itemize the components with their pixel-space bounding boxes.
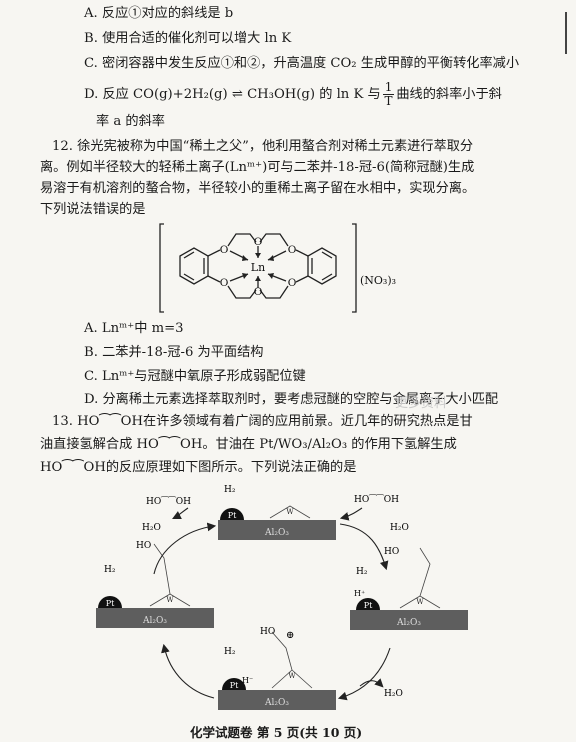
q13-stem-line2: 油直接氢解合成 HO⁀⁀OH。甘油在 Pt/WO₃/Al₂O₃ 的作用下氢解生成 xyxy=(40,437,457,452)
ln-center-label: Ln xyxy=(251,261,265,274)
q12-option-a: A. Lnᵐ⁺中 m=3 xyxy=(84,321,184,336)
q13-stem-line3: HO⁀⁀OH的反应原理如下图所示。下列说法正确的是 xyxy=(40,460,357,475)
svg-text:H₂: H₂ xyxy=(224,485,236,495)
q12-option-d: D. 分离稀土元素选择萃取剂时，要考虑冠醚的空腔与金属离子大小匹配 xyxy=(84,392,499,407)
svg-text:Al₂O₃: Al₂O₃ xyxy=(396,618,421,628)
page-edge-mark xyxy=(565,12,574,54)
q12-option-b: B. 二苯并-18-冠-6 为平面结构 xyxy=(84,345,264,360)
oxygen-label: O xyxy=(288,277,297,289)
catalyst-surface-bottom: Pt Al₂O₃ H₂ H⁻ xyxy=(218,647,336,710)
svg-text:W: W xyxy=(416,598,424,606)
svg-text:H⁻: H⁻ xyxy=(242,676,253,685)
q11-option-b: B. 使用合适的催化剂可以增大 ln K xyxy=(84,31,292,46)
q11-option-d-pre: D. 反应 CO(g)+2H₂(g) ⇌ CH₃OH(g) 的 ln K 与 xyxy=(84,87,381,102)
q12-stem-line4: 下列说法错误的是 xyxy=(40,202,146,217)
q12-stem-line3: 易溶于有机溶剂的螯合物，半径较小的重稀土离子留在水相中，实现分离。 xyxy=(40,181,476,196)
oxygen-label: O xyxy=(254,236,263,248)
q12-stem-line2: 离。例如半径较大的轻稀土离子(Lnᵐ⁺)可与二苯并-18-冠-6(简称冠醚)生成 xyxy=(40,160,475,175)
svg-text:W: W xyxy=(286,508,294,516)
release-arrow-water xyxy=(359,678,384,688)
svg-text:W: W xyxy=(166,596,174,604)
water-label-top-right: H₂O xyxy=(390,523,409,533)
page-footer: 化学试题卷 第 5 页(共 10 页) xyxy=(190,725,363,740)
water-label-top-left: H₂O xyxy=(142,523,161,533)
release-arrow-diol xyxy=(172,507,189,519)
q11-option-c: C. 密闭容器中发生反应①和②，升高温度 CO₂ 生成甲醇的平衡转化率减小 xyxy=(84,56,520,71)
svg-text:Al₂O₃: Al₂O₃ xyxy=(264,528,289,538)
oxygen-label: O xyxy=(254,286,263,298)
q11-option-d-line2: 率 a 的斜率 xyxy=(96,114,165,129)
adsorbed-ho-bottom: HO xyxy=(260,627,275,637)
svg-text:Al₂O₃: Al₂O₃ xyxy=(264,698,289,708)
nitrate-counter-ion: (NO₃)₃ xyxy=(360,274,396,287)
q12-stem-line1: 12. 徐光宪被称为中国“稀土之父”，他利用螯合剂对稀土元素进行萃取分 xyxy=(52,139,474,154)
catalyst-surface-top: Pt Al₂O₃ H₂ xyxy=(218,485,336,540)
svg-text:Pt: Pt xyxy=(228,511,237,520)
watermark-text: 更多资料 xyxy=(395,396,448,411)
q11-option-a: A. 反应①对应的斜线是 b xyxy=(84,6,234,21)
product-diol: HO⁀⁀OH xyxy=(146,495,191,507)
oxygen-label: O xyxy=(288,244,297,256)
svg-text:Pt: Pt xyxy=(230,681,239,690)
svg-text:Pt: Pt xyxy=(106,599,115,608)
q13-stem-line1: 13. HO⁀⁀OH在许多领域有着广阔的应用前景。近几年的研究热点是甘 xyxy=(52,414,473,429)
cycle-arrow-top-left xyxy=(153,522,217,575)
svg-text:H₂: H₂ xyxy=(356,567,368,577)
adsorbed-ho-left: HO xyxy=(136,541,151,551)
svg-text:H⁺: H⁺ xyxy=(354,589,365,598)
cycle-arrow-bottom-right xyxy=(337,647,391,701)
cycle-arrow-bottom-left xyxy=(161,643,215,699)
glycerol-label: HO⁀⁀OH xyxy=(354,493,399,505)
svg-text:H₂: H₂ xyxy=(104,565,116,575)
catalyst-surface-left: Pt Al₂O₃ H₂ xyxy=(96,565,214,628)
carbocation-plus: ⊕ xyxy=(286,630,294,641)
svg-text:Al₂O₃: Al₂O₃ xyxy=(142,616,167,626)
svg-text:W: W xyxy=(288,672,296,680)
svg-text:Pt: Pt xyxy=(364,601,373,610)
cycle-arrow-top-right xyxy=(339,523,389,571)
svg-text:H₂: H₂ xyxy=(224,647,236,657)
reaction-mechanism-diagram: Pt Al₂O₃ H₂ Pt Al₂O₃ H₂ Pt Al₂O₃ H₂ H⁺ P… xyxy=(96,485,468,710)
q12-option-c: C. Lnᵐ⁺与冠醚中氧原子形成弱配位键 xyxy=(84,369,306,384)
oxygen-label: O xyxy=(220,277,229,289)
glycerol-adsorbed-ho: HO xyxy=(384,547,399,557)
catalyst-surface-right: Pt Al₂O₃ H₂ H⁺ xyxy=(350,567,468,630)
oxygen-label: O xyxy=(220,244,229,256)
adsorb-arrow-glycerol xyxy=(339,507,363,521)
crown-ether-structure: O O O O O O Ln (NO₃)₃ xyxy=(159,223,396,313)
water-label-bottom: H₂O xyxy=(384,689,403,699)
q11-option-d-post: 曲线的斜率小于斜 xyxy=(396,87,502,102)
